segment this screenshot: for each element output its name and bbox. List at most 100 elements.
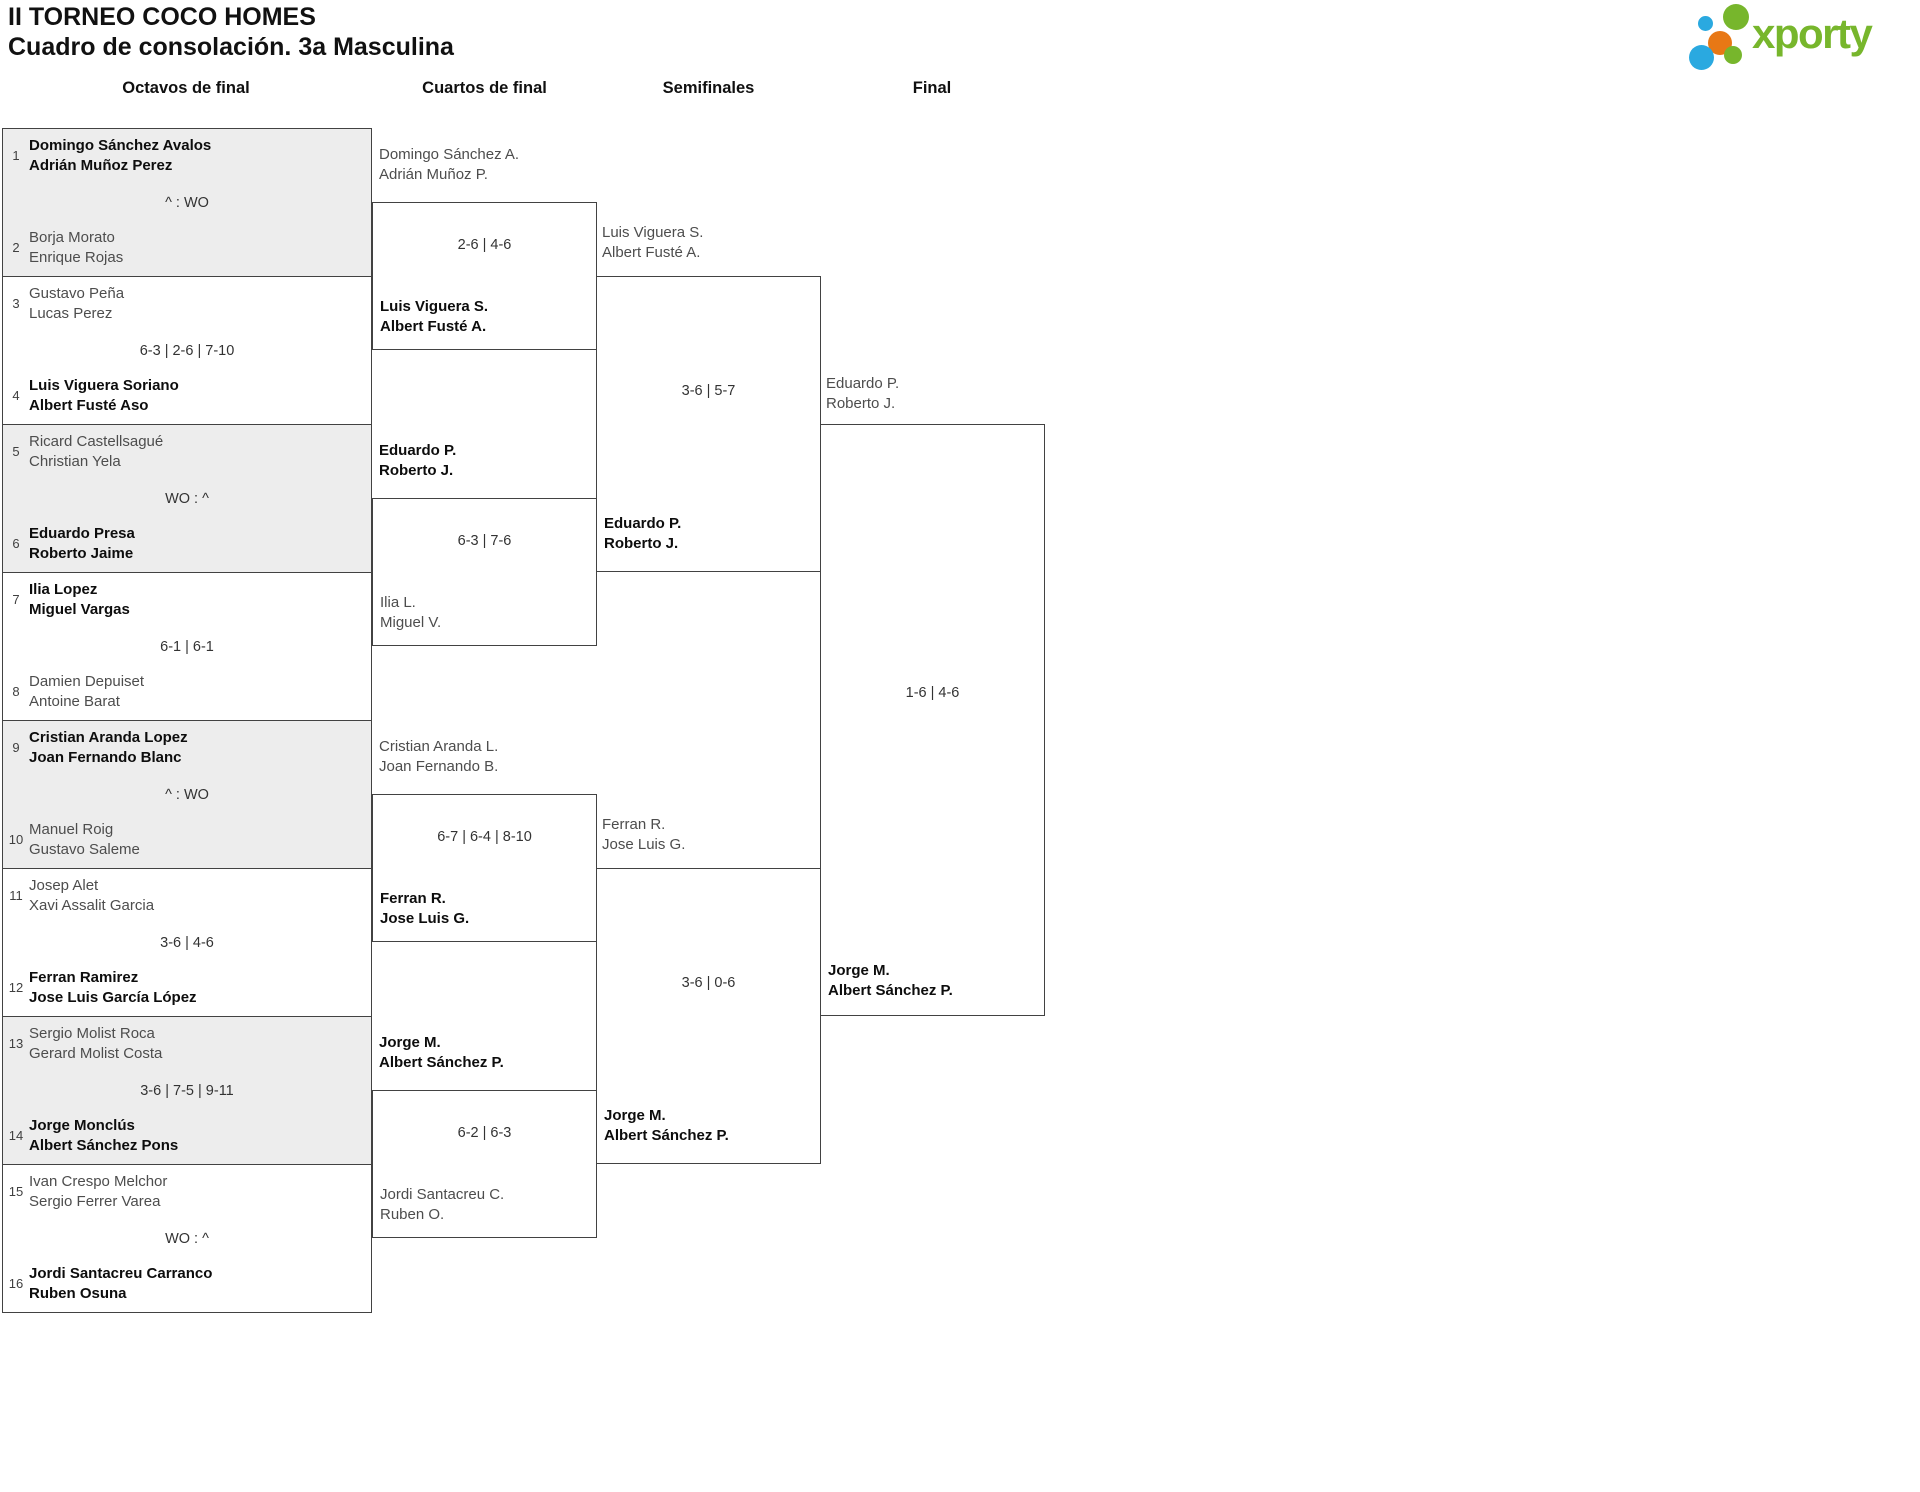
match-score: 6-3 | 7-6 <box>457 533 512 549</box>
seed-number: 7 <box>12 592 20 607</box>
player-name: Eduardo P. <box>379 442 457 459</box>
player-name: Miguel V. <box>380 613 442 631</box>
player-name: Ferran Ramirez <box>29 969 139 986</box>
player-name: Luis Viguera Soriano <box>29 377 179 394</box>
player-name: Gustavo Peña <box>29 285 125 302</box>
seed-number: 5 <box>12 444 20 459</box>
player-name: Eduardo P. <box>826 375 900 392</box>
semis-team: Jorge M.Albert Sánchez P. <box>604 1106 816 1145</box>
player-name: Jorge M. <box>828 962 890 979</box>
semis-team: Ferran R.Jose Luis G. <box>602 815 814 854</box>
player-name: Gerard Molist Costa <box>29 1044 163 1062</box>
player-name: Albert Sánchez P. <box>828 981 953 999</box>
semifinal-1-box: 3-6 | 5-7 Eduardo P.Roberto J. <box>596 276 821 572</box>
seed-number: 12 <box>8 980 24 995</box>
player-name: Xavi Assalit Garcia <box>29 896 155 914</box>
player-name: Jorge Monclús <box>29 1117 135 1134</box>
semifinal-2-box: 3-6 | 0-6 Jorge M.Albert Sánchez P. <box>596 868 821 1164</box>
player-name: Manuel Roig <box>29 821 114 838</box>
player-name: Josep Alet <box>29 877 99 894</box>
player-name: Adrián Muñoz Perez <box>29 156 173 174</box>
player-name: Albert Sánchez P. <box>604 1126 729 1144</box>
seed-number: 16 <box>8 1276 24 1291</box>
match-score: 6-2 | 6-3 <box>457 1125 512 1141</box>
player-name: Roberto Jaime <box>29 544 134 562</box>
player-name: Jordi Santacreu C. <box>380 1186 505 1203</box>
seed-number: 15 <box>8 1184 24 1199</box>
player-name: Domingo Sánchez A. <box>379 146 520 163</box>
match-score: 3-6 | 4-6 <box>160 935 214 951</box>
match-score: 3-6 | 7-5 | 9-11 <box>140 1083 234 1099</box>
tournament-title: II TORNEO COCO HOMES <box>8 3 316 31</box>
player-name: Lucas Perez <box>29 304 113 322</box>
logo-dot-green-big <box>1723 4 1749 30</box>
final-box: 1-6 | 4-6 Jorge M.Albert Sánchez P. <box>820 424 1045 1016</box>
player-name: Joan Fernando B. <box>379 757 499 775</box>
seed-number: 3 <box>12 296 20 311</box>
player-name: Ruben O. <box>380 1205 445 1223</box>
seed-number: 1 <box>12 148 20 163</box>
player-name: Ilia L. <box>380 594 416 611</box>
player-name: Ferran R. <box>380 890 446 907</box>
xporty-logo[interactable]: xporty <box>1684 2 1914 70</box>
match-score: 2-6 | 4-6 <box>457 237 512 253</box>
player-name: Ferran R. <box>602 816 666 833</box>
player-name: Eduardo P. <box>604 515 682 532</box>
player-name: Ivan Crespo Melchor <box>29 1173 168 1190</box>
player-name: Joan Fernando Blanc <box>29 748 182 766</box>
player-name: Roberto J. <box>826 394 896 412</box>
player-name: Borja Morato <box>29 229 115 246</box>
final-team: Jorge M. Albert Sánchez P. <box>828 961 1040 1000</box>
seed-number: 6 <box>12 536 20 551</box>
cuartos-team: Jordi Santacreu C. Ruben O. <box>380 1185 592 1224</box>
cuartos-team: Cristian Aranda L.Joan Fernando B. <box>379 737 591 776</box>
cuartos-team: Luis Viguera S. Albert Fusté A. <box>380 297 592 336</box>
match-score: ^ : WO <box>165 787 209 803</box>
seed-number: 8 <box>12 684 20 699</box>
round-header-cuartos: Cuartos de final <box>422 79 547 97</box>
bracket-subtitle: Cuadro de consolación. 3a Masculina <box>8 33 454 61</box>
cuartos-team: Jorge M.Albert Sánchez P. <box>379 1033 591 1072</box>
player-name: Luis Viguera S. <box>380 298 489 315</box>
semis-team: Eduardo P. Roberto J. <box>604 514 816 553</box>
player-name: Christian Yela <box>29 452 121 470</box>
cuartos-match-1-box: 2-6 | 4-6 Luis Viguera S. Albert Fusté A. <box>372 202 597 350</box>
seed-number: 2 <box>12 240 20 255</box>
player-name: Sergio Ferrer Varea <box>29 1192 161 1210</box>
round-header-final: Final <box>912 79 952 97</box>
player-name: Ruben Osuna <box>29 1284 127 1302</box>
player-name: Sergio Molist Roca <box>29 1025 155 1042</box>
match-score: WO : ^ <box>165 1231 209 1247</box>
player-name: Enrique Rojas <box>29 248 124 266</box>
seed-number: 9 <box>12 740 20 755</box>
player-name: Albert Fusté A. <box>380 317 487 335</box>
player-name: Domingo Sánchez Avalos <box>29 137 212 154</box>
player-name: Roberto J. <box>604 534 679 552</box>
seed-number: 10 <box>8 832 24 847</box>
seed-number: 13 <box>8 1036 24 1051</box>
player-name: Cristian Aranda Lopez <box>29 729 188 746</box>
match-score: 6-7 | 6-4 | 8-10 <box>437 829 532 845</box>
player-name: Albert Fusté A. <box>602 243 701 261</box>
player-name: Albert Fusté Aso <box>29 396 149 414</box>
player-name: Ricard Castellsagué <box>29 433 164 450</box>
player-name: Eduardo Presa <box>29 525 135 542</box>
player-name: Albert Sánchez P. <box>379 1053 504 1071</box>
